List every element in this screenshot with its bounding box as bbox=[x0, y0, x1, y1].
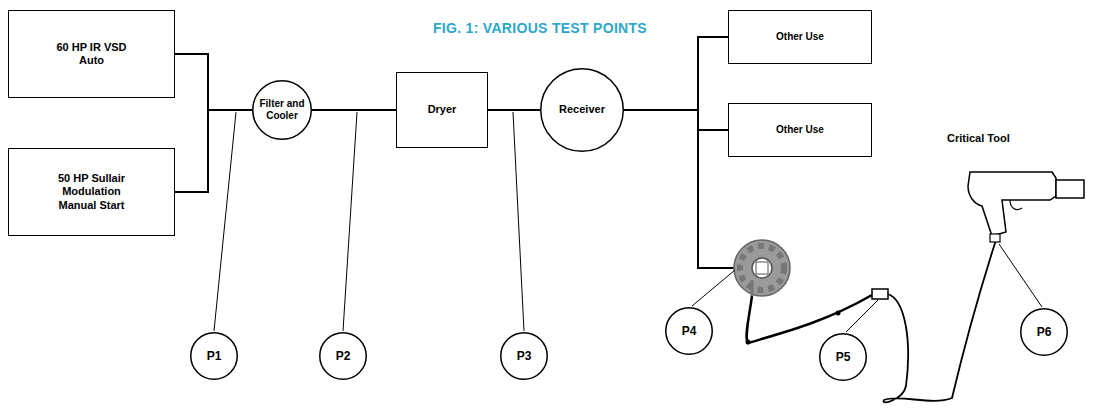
filter-circle: Filter and Cooler bbox=[252, 80, 312, 140]
node-label: Other Use bbox=[776, 124, 824, 136]
tool-label: Critical Tool bbox=[947, 132, 1010, 144]
callout-circle: P5 bbox=[819, 333, 867, 381]
callout-number: P3 bbox=[517, 349, 532, 363]
callout-circle: P4 bbox=[665, 307, 713, 355]
callout-number: P5 bbox=[836, 350, 851, 364]
callout-number: P4 bbox=[682, 324, 697, 338]
figure-title: FIG. 1: VARIOUS TEST POINTS bbox=[433, 20, 647, 36]
pipe-connector bbox=[175, 110, 252, 192]
node-label: Filter and Cooler bbox=[258, 98, 306, 122]
pipe-connector bbox=[488, 110, 540, 111]
hose-reel bbox=[734, 240, 790, 296]
callout-number: P6 bbox=[1037, 325, 1052, 339]
hose bbox=[884, 240, 996, 402]
callout-circle: P1 bbox=[190, 332, 238, 380]
pipe-connector bbox=[624, 110, 728, 130]
dryer-box: Dryer bbox=[396, 72, 488, 148]
pipe-connector bbox=[175, 54, 252, 110]
callout-number: P1 bbox=[207, 349, 222, 363]
node-label: Dryer bbox=[428, 103, 457, 116]
use-box: Other Use bbox=[728, 103, 872, 157]
leader-line bbox=[214, 112, 1042, 332]
node-label: Other Use bbox=[776, 31, 824, 43]
callout-circle: P2 bbox=[319, 332, 367, 380]
compressor-box: 60 HP IR VSD Auto bbox=[8, 10, 175, 98]
pipe-connector bbox=[624, 37, 728, 110]
callout-number: P2 bbox=[336, 349, 351, 363]
pipe-connector bbox=[312, 110, 396, 111]
use-box: Other Use bbox=[728, 10, 872, 64]
callout-circle: P3 bbox=[500, 332, 548, 380]
air-tool bbox=[968, 172, 1084, 242]
compressor-box: 50 HP Sullair Modulation Manual Start bbox=[8, 148, 175, 236]
node-label: 50 HP Sullair Modulation Manual Start bbox=[47, 172, 137, 212]
node-label: Receiver bbox=[559, 103, 605, 116]
node-label: 60 HP IR VSD Auto bbox=[52, 41, 132, 67]
receiver-circle: Receiver bbox=[540, 68, 624, 152]
callout-circle: P6 bbox=[1020, 308, 1068, 356]
coupler bbox=[872, 289, 888, 299]
